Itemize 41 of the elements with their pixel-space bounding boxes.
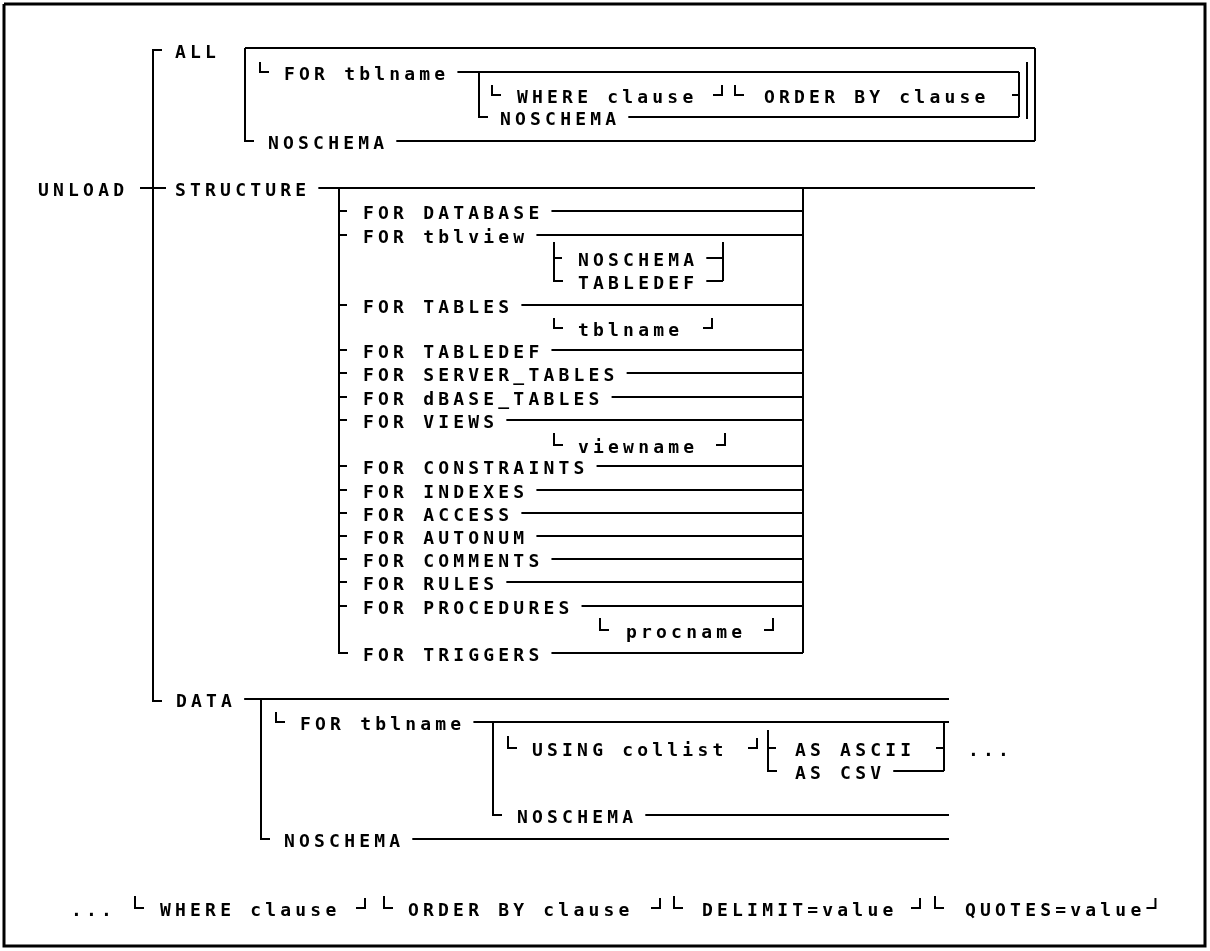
syntax-keyword: procname — [626, 622, 747, 642]
syntax-keyword: FOR COMMENTS — [363, 551, 544, 571]
syntax-keyword: STRUCTURE — [175, 180, 311, 200]
syntax-keyword: FOR CONSTRAINTS — [363, 458, 589, 478]
syntax-keyword: FOR TABLEDEF — [363, 342, 544, 362]
syntax-keyword: NOSCHEMA — [578, 250, 699, 270]
syntax-keyword: FOR RULES — [363, 574, 499, 594]
syntax-keyword: WHERE clause — [517, 87, 698, 107]
syntax-keyword: FOR DATABASE — [363, 203, 544, 223]
syntax-keyword: NOSCHEMA — [268, 133, 389, 153]
syntax-keyword: ORDER BY clause — [408, 900, 634, 920]
syntax-keyword: FOR AUTONUM — [363, 528, 529, 548]
syntax-keyword: DATA — [176, 691, 237, 711]
syntax-keyword: DELIMIT=value — [702, 900, 898, 920]
syntax-keyword: QUOTES=value — [965, 900, 1146, 920]
syntax-keyword: FOR ACCESS — [363, 505, 514, 525]
syntax-keyword: tblname — [578, 320, 684, 340]
syntax-keyword: TABLEDEF — [578, 273, 699, 293]
syntax-keyword: ORDER BY clause — [764, 87, 990, 107]
syntax-keyword: FOR INDEXES — [363, 482, 529, 502]
syntax-keyword: AS CSV — [795, 763, 886, 783]
syntax-keyword: ... — [71, 900, 117, 920]
syntax-keyword: FOR TRIGGERS — [363, 645, 544, 665]
syntax-keyword: UNLOAD — [38, 180, 129, 200]
syntax-keyword: FOR PROCEDURES — [363, 598, 574, 618]
syntax-keyword: FOR dBASE_TABLES — [363, 389, 604, 409]
syntax-keyword: FOR VIEWS — [363, 412, 499, 432]
syntax-keyword: FOR tblname — [300, 714, 466, 734]
syntax-keyword: WHERE clause — [160, 900, 341, 920]
syntax-keyword: FOR TABLES — [363, 297, 514, 317]
syntax-keyword: NOSCHEMA — [517, 807, 638, 827]
syntax-keyword: ALL — [175, 42, 221, 62]
syntax-keyword: USING collist — [532, 740, 728, 760]
syntax-keyword: ... — [968, 740, 1014, 760]
syntax-keyword: FOR tblname — [284, 64, 450, 84]
syntax-keyword: FOR SERVER_TABLES — [363, 365, 619, 385]
syntax-keyword: NOSCHEMA — [284, 831, 405, 851]
syntax-keyword: FOR tblview — [363, 227, 529, 247]
syntax-keyword: viewname — [578, 437, 699, 457]
syntax-keyword: NOSCHEMA — [500, 109, 621, 129]
syntax-keyword: AS ASCII — [795, 740, 916, 760]
